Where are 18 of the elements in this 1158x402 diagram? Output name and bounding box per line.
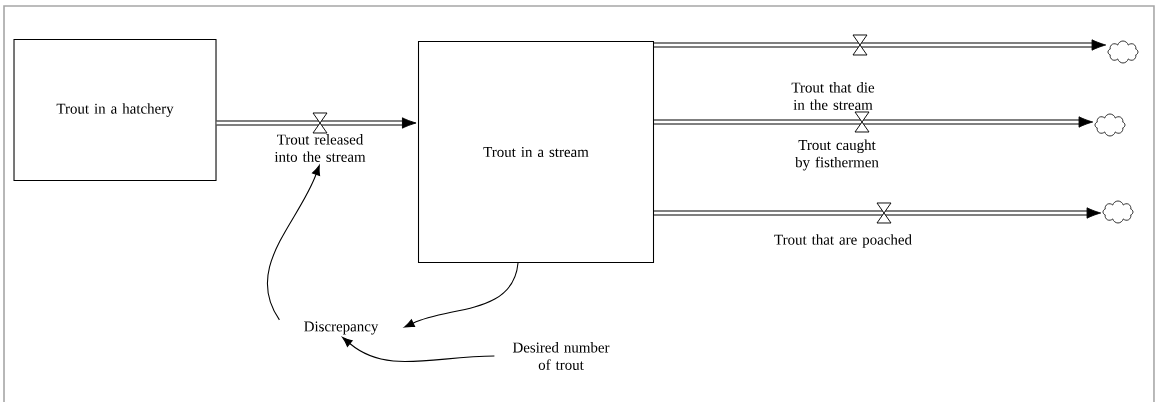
arrow — [342, 336, 495, 363]
arrow — [266, 164, 321, 321]
arrow — [404, 262, 519, 328]
flow-rate-label: Trout that are poached — [774, 234, 912, 248]
cloud-symbol — [1102, 200, 1134, 224]
stock-box: Trout in a hatchery — [13, 38, 217, 182]
stock-box: Trout in a stream — [417, 40, 655, 264]
variable-label: Discrepancy — [304, 321, 379, 335]
flow-pipe — [654, 207, 1102, 219]
cloud-symbol — [1094, 113, 1126, 137]
flow-pipe — [654, 39, 1107, 51]
flow-rate-label: Trout that die in the stream — [791, 82, 875, 110]
flow-pipe — [654, 116, 1094, 128]
flow-pipe — [216, 117, 417, 129]
cloud-symbol — [1107, 40, 1139, 64]
flow-rate-label: Trout released into the stream — [274, 134, 366, 162]
variable-label: Desired number of trout — [512, 342, 610, 370]
flow-rate-label: Trout caught by fisthermen — [795, 139, 879, 171]
